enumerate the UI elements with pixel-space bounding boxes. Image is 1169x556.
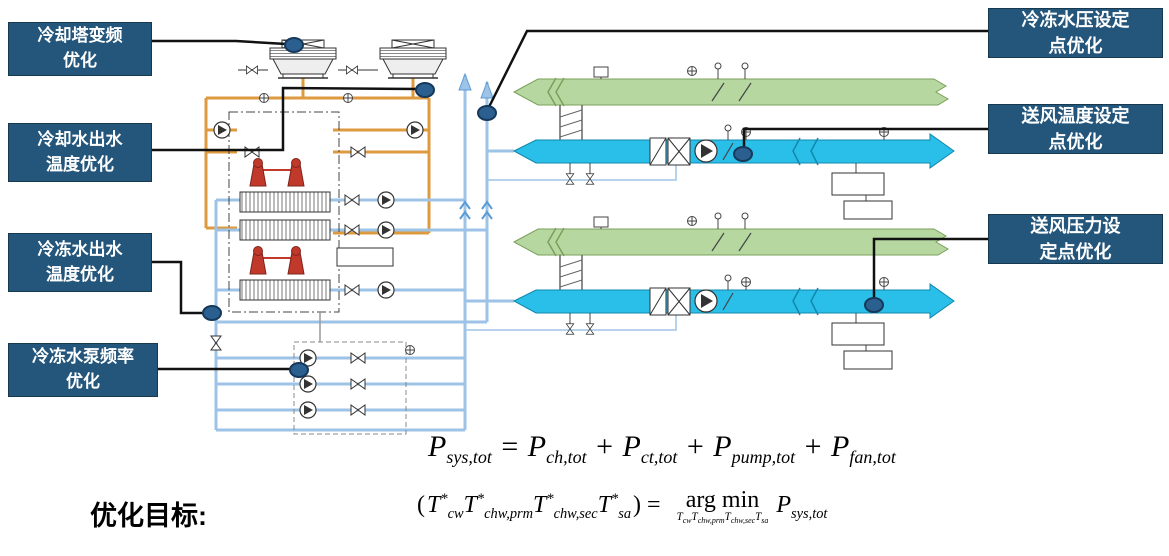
callout-dot [733,146,753,162]
callout-line [150,86,419,152]
callout-label-chilled-water-pressure-setpoint: 冷冻水压设定 点优化 [988,8,1163,58]
secondary-pump-group [293,341,415,435]
callout-line [487,29,988,108]
callout-dot [477,105,497,121]
callout-line [150,260,204,315]
buffer-tank [336,247,394,267]
pump-group-boundary [293,341,407,435]
callout-dot [289,362,309,378]
callout-label-chilled-water-pump-freq: 冷冻水泵频率 优化 [8,343,158,397]
callout-dot [415,82,435,98]
callout-dot [202,305,222,321]
callout-label-cooling-tower-vfd: 冷却塔变频 优化 [8,22,152,76]
riser-arrows [458,72,494,220]
coil-feed-pipes [465,164,677,331]
total-power-formula: Psys,tot = Pch,tot + Pct,tot + Ppump,tot… [428,430,896,467]
optimization-objective-label: 优化目标: [90,501,207,531]
ahu-section-top [514,63,954,219]
callout-dot [864,297,884,313]
callout-label-cooling-water-outlet-temp: 冷却水出水 温度优化 [8,123,152,182]
chiller-barrel [239,219,331,241]
callout-line [872,237,988,298]
chiller-plant [228,111,394,342]
callout-dot [284,37,304,53]
callout-line [742,127,988,148]
callout-label-chilled-water-outlet-temp: 冷冻水出水 温度优化 [8,233,152,292]
cooling-towers [238,39,447,103]
callout-dots [202,37,884,378]
callout-line [150,39,287,46]
callout-lines [150,29,988,371]
chiller-barrel [239,279,331,301]
callout-label-supply-air-pressure-setpoint: 送风压力设 定点优化 [988,214,1163,264]
callout-label-supply-air-temp-setpoint: 送风温度设定 点优化 [988,104,1163,154]
chiller-barrel [239,191,331,213]
ahu-section-bottom [514,213,954,369]
